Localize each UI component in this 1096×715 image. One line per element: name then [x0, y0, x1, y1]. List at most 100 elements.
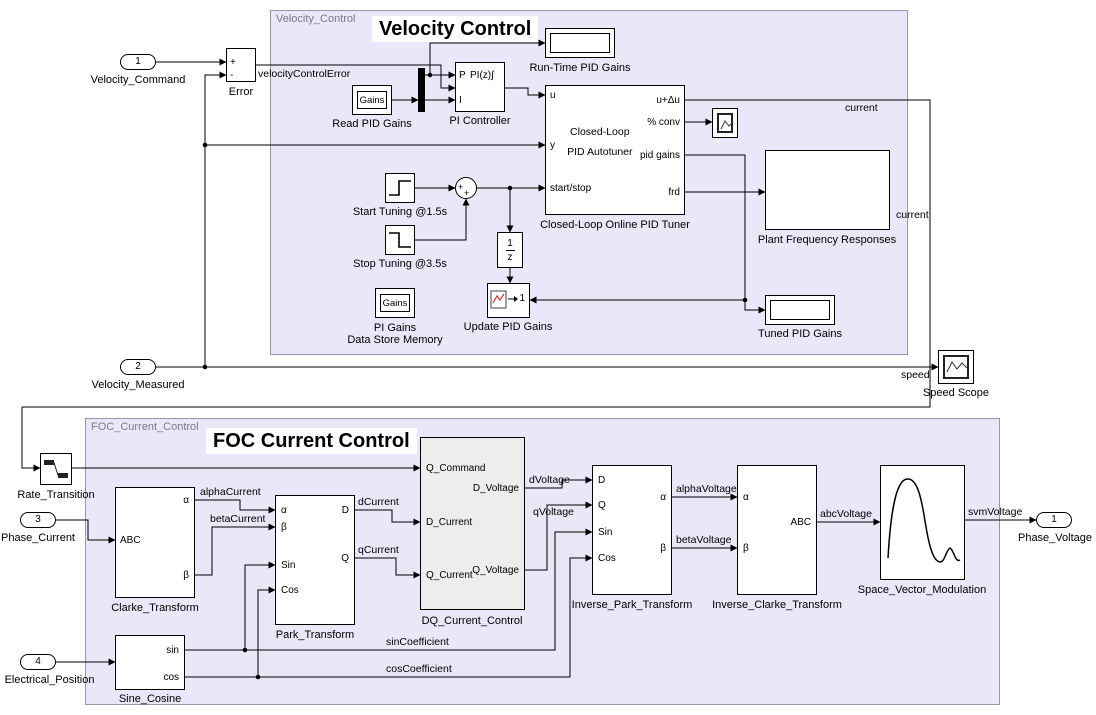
display-screen [550, 33, 610, 53]
signal-label-alpha-current: alphaCurrent [200, 486, 261, 498]
inverse-clarke-transform-block[interactable]: α β ABC [737, 465, 817, 595]
invpark-port-alpha: α [660, 492, 666, 503]
wire-measured-to-error[interactable] [204, 71, 227, 367]
demux-bar[interactable] [418, 68, 425, 112]
dq-port-qcommand: Q_Command [426, 463, 486, 474]
scope-wave-icon [946, 361, 968, 373]
space-vector-modulation-label: Space_Vector_Modulation [857, 584, 987, 596]
space-vector-modulation-block[interactable] [880, 465, 965, 580]
signal-label-alpha-voltage: alphaVoltage [676, 483, 737, 495]
inport-phase-current[interactable]: 3 [20, 512, 56, 528]
invpark-port-sin: Sin [598, 527, 613, 538]
dq-current-control-block[interactable]: Q_Command D_Current Q_Current D_Voltage … [420, 437, 525, 610]
speed-scope-block[interactable] [938, 350, 974, 384]
inport-phase-current-label: Phase_Current [1, 532, 75, 544]
foc-subsystem-frame[interactable] [85, 418, 1000, 705]
stop-tuning-label: Stop Tuning @3.5s [353, 258, 447, 270]
clarke-port-beta: β [183, 570, 189, 581]
rate-transition-block[interactable] [40, 453, 72, 485]
pi-icon-text: PI(z)∫ [470, 70, 494, 81]
park-port-d: D [341, 505, 349, 516]
conv-scope[interactable] [712, 108, 738, 138]
signal-label-d-current: dCurrent [358, 496, 399, 508]
signal-label-d-voltage: dVoltage [529, 474, 570, 486]
update-pid-gains-label: Update PID Gains [463, 321, 553, 333]
wire-velocity-control-error[interactable] [256, 64, 456, 92]
invclarke-port-alpha: α [743, 492, 749, 503]
unit-delay-fraction: 1 z [505, 237, 515, 263]
wire-clarke-beta[interactable] [195, 523, 276, 576]
signal-label-q-current: qCurrent [358, 544, 399, 556]
dq-port-qcurrent: Q_Current [426, 570, 473, 581]
wire-pi-to-tuner-u[interactable] [505, 87, 546, 99]
clarke-port-abc: ABC [120, 535, 141, 546]
wire-park-q[interactable] [355, 557, 421, 579]
pi-controller-block[interactable]: P PI(z)∫ I [455, 62, 505, 112]
wire-current-command[interactable] [21, 99, 931, 472]
start-stop-sum[interactable]: + + [455, 177, 477, 199]
signal-label-sin-coefficient: sinCoefficient [386, 636, 449, 648]
invpark-port-cos: Cos [598, 553, 616, 564]
clarke-transform-block[interactable]: ABC α β [115, 487, 195, 598]
inverse-clarke-transform-label: Inverse_Clarke_Transform [712, 599, 842, 611]
wire-gains-to-runtime-display[interactable] [429, 39, 546, 75]
wire-dq-qvoltage[interactable] [525, 501, 593, 571]
sine-cosine-port-cos: cos [163, 672, 179, 683]
inverse-park-transform-block[interactable]: D Q Sin Cos α β [592, 465, 672, 595]
wire-phase-current-to-clarke[interactable] [56, 519, 116, 544]
tuned-pid-gains-display[interactable] [765, 295, 835, 325]
signal-label-svm-voltage: svmVoltage [968, 506, 1023, 518]
pi-controller-label: PI Controller [449, 115, 511, 127]
tuner-port-udu: u+Δu [656, 95, 680, 106]
wire-pid-gains-to-tuned-display[interactable] [685, 154, 766, 314]
sine-cosine-port-sin: sin [166, 645, 179, 656]
error-sum-block[interactable]: + - [226, 48, 256, 82]
outport-phase-voltage[interactable]: 1 [1036, 512, 1072, 528]
tuner-name-line1: Closed-Loop [570, 126, 630, 138]
plant-frequency-responses-display[interactable] [765, 150, 890, 230]
park-port-sin: Sin [281, 560, 296, 571]
wire-dq-dvoltage[interactable] [525, 476, 593, 489]
inport-velocity-command[interactable]: 1 [120, 54, 156, 70]
tuner-port-frd: frd [668, 187, 680, 198]
runtime-pid-gains-display[interactable] [545, 28, 615, 58]
stop-tuning-step[interactable] [385, 225, 415, 255]
wire-cos-branch-park[interactable] [257, 586, 276, 677]
pi-gains-datastore-block[interactable]: Gains [375, 288, 415, 318]
tuned-pid-gains-label: Tuned PID Gains [758, 328, 842, 340]
wire-stop-to-sum[interactable] [415, 198, 470, 241]
wire-cos[interactable] [185, 554, 593, 678]
velocity-frame-label: Velocity_Control [276, 13, 356, 25]
wire-clarke-alpha[interactable] [195, 499, 276, 514]
park-transform-block[interactable]: α β Sin Cos D Q [275, 495, 355, 625]
dq-port-dcurrent: D_Current [426, 517, 473, 528]
read-pid-gains-block[interactable]: Gains [352, 85, 392, 115]
read-pid-gains-label: Read PID Gains [332, 118, 412, 130]
wire-sin-branch-park[interactable] [244, 561, 276, 650]
signal-label-speed: speed [901, 369, 930, 381]
pid-autotuner-block[interactable]: u y start/stop u+Δu % conv pid gains frd… [545, 85, 685, 215]
start-tuning-step[interactable] [385, 173, 415, 203]
junction-dots [202, 72, 748, 680]
clarke-transform-label: Clarke_Transform [111, 602, 199, 614]
inport-velocity-measured[interactable]: 2 [120, 359, 156, 375]
signal-label-beta-voltage: betaVoltage [676, 534, 732, 546]
foc-frame-label: FOC_Current_Control [91, 421, 199, 433]
gains-store-tag: Gains [357, 91, 387, 109]
pi-port-i: I [459, 95, 462, 106]
invclarke-port-abc: ABC [790, 517, 811, 528]
dq-current-control-label: DQ_Current_Control [421, 615, 523, 627]
inport-electrical-position[interactable]: 4 [20, 654, 56, 670]
wire-park-d[interactable] [355, 509, 421, 526]
tuner-name-line2: PID Autotuner [567, 146, 633, 158]
signal-label-beta-current: betaCurrent [210, 513, 266, 525]
sine-cosine-block[interactable]: sin cos [115, 635, 185, 690]
tuner-port-u: u [550, 90, 556, 101]
unit-delay-block[interactable]: 1 z [497, 232, 523, 268]
data-store-memory-label: Data Store Memory [347, 334, 443, 346]
update-pid-gains-block[interactable]: 1 [487, 283, 530, 318]
wire-sin[interactable] [185, 528, 593, 651]
scope-screen [943, 355, 969, 379]
park-port-q: Q [341, 553, 349, 564]
